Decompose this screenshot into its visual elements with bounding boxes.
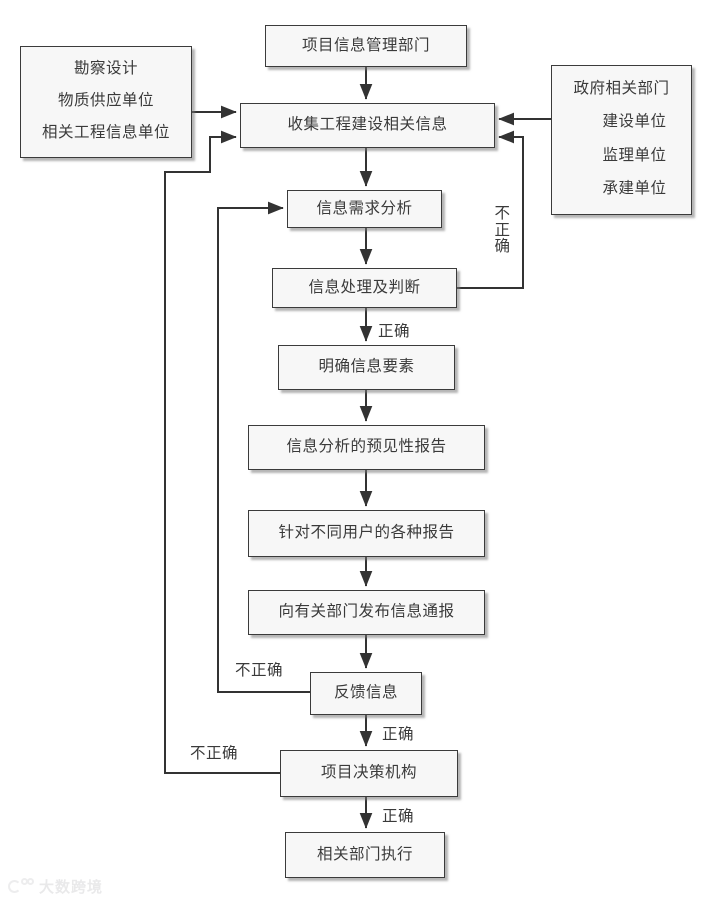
node-feedback-info[interactable]: 反馈信息 <box>310 672 422 715</box>
node-dept-execute[interactable]: 相关部门执行 <box>285 832 445 878</box>
left-sources-line-2: 物质供应单位 <box>57 91 154 109</box>
node-left-sources[interactable]: 勘察设计 物质供应单位 相关工程信息单位 <box>20 46 192 158</box>
node-label: 相关部门执行 <box>316 845 413 863</box>
left-sources-line-3: 相关工程信息单位 <box>41 123 170 141</box>
node-label: 反馈信息 <box>333 684 398 702</box>
node-project-info-dept[interactable]: 项目信息管理部门 <box>265 25 467 67</box>
node-label: 向有关部门发布信息通报 <box>278 603 455 621</box>
edge-label-correct-after-decision: 正确 <box>382 808 415 825</box>
node-label: 信息处理及判断 <box>308 278 421 296</box>
node-right-sources[interactable]: 政府相关部门 建设单位 监理单位 承建单位 <box>551 65 692 215</box>
node-label: 针对不同用户的各种报告 <box>278 524 455 542</box>
edge-process-incorrect-to-collect <box>457 130 524 289</box>
node-label: 项目决策机构 <box>320 764 417 782</box>
right-sources-line-2: 建设单位 <box>602 113 667 131</box>
node-label: 信息分析的预见性报告 <box>286 438 447 456</box>
node-clarify-elements[interactable]: 明确信息要素 <box>278 345 455 390</box>
edge-label-incorrect-feedback-loop: 不正确 <box>235 662 284 679</box>
node-demand-analysis[interactable]: 信息需求分析 <box>287 190 442 228</box>
node-user-reports[interactable]: 针对不同用户的各种报告 <box>248 510 485 557</box>
node-collect-info[interactable]: 收集工程建设相关信息 <box>240 103 495 148</box>
node-process-judge[interactable]: 信息处理及判断 <box>272 268 457 308</box>
edge-label-correct-after-judge: 正确 <box>378 323 411 340</box>
edge-label-incorrect-decision-loop: 不正确 <box>190 745 239 762</box>
right-sources-line-3: 监理单位 <box>602 146 667 164</box>
watermark-text: 大数跨境 <box>39 879 104 896</box>
node-decision-body[interactable]: 项目决策机构 <box>280 750 458 797</box>
node-label: 项目信息管理部门 <box>301 36 430 54</box>
right-sources-line-1: 政府相关部门 <box>573 79 670 97</box>
node-publish-bulletin[interactable]: 向有关部门发布信息通报 <box>248 590 485 635</box>
node-predictive-report[interactable]: 信息分析的预见性报告 <box>248 425 485 470</box>
three-circle-logo-icon <box>8 878 34 895</box>
node-label: 明确信息要素 <box>318 358 415 376</box>
left-sources-line-1: 勘察设计 <box>73 59 138 77</box>
node-label: 收集工程建设相关信息 <box>287 116 448 134</box>
watermark: 大数跨境 <box>8 876 103 897</box>
edge-label-correct-after-feedback: 正确 <box>382 726 415 743</box>
edge-label-incorrect-right-loop: 不正确 <box>494 205 511 256</box>
right-sources-line-4: 承建单位 <box>602 180 667 198</box>
node-label: 信息需求分析 <box>316 199 413 217</box>
